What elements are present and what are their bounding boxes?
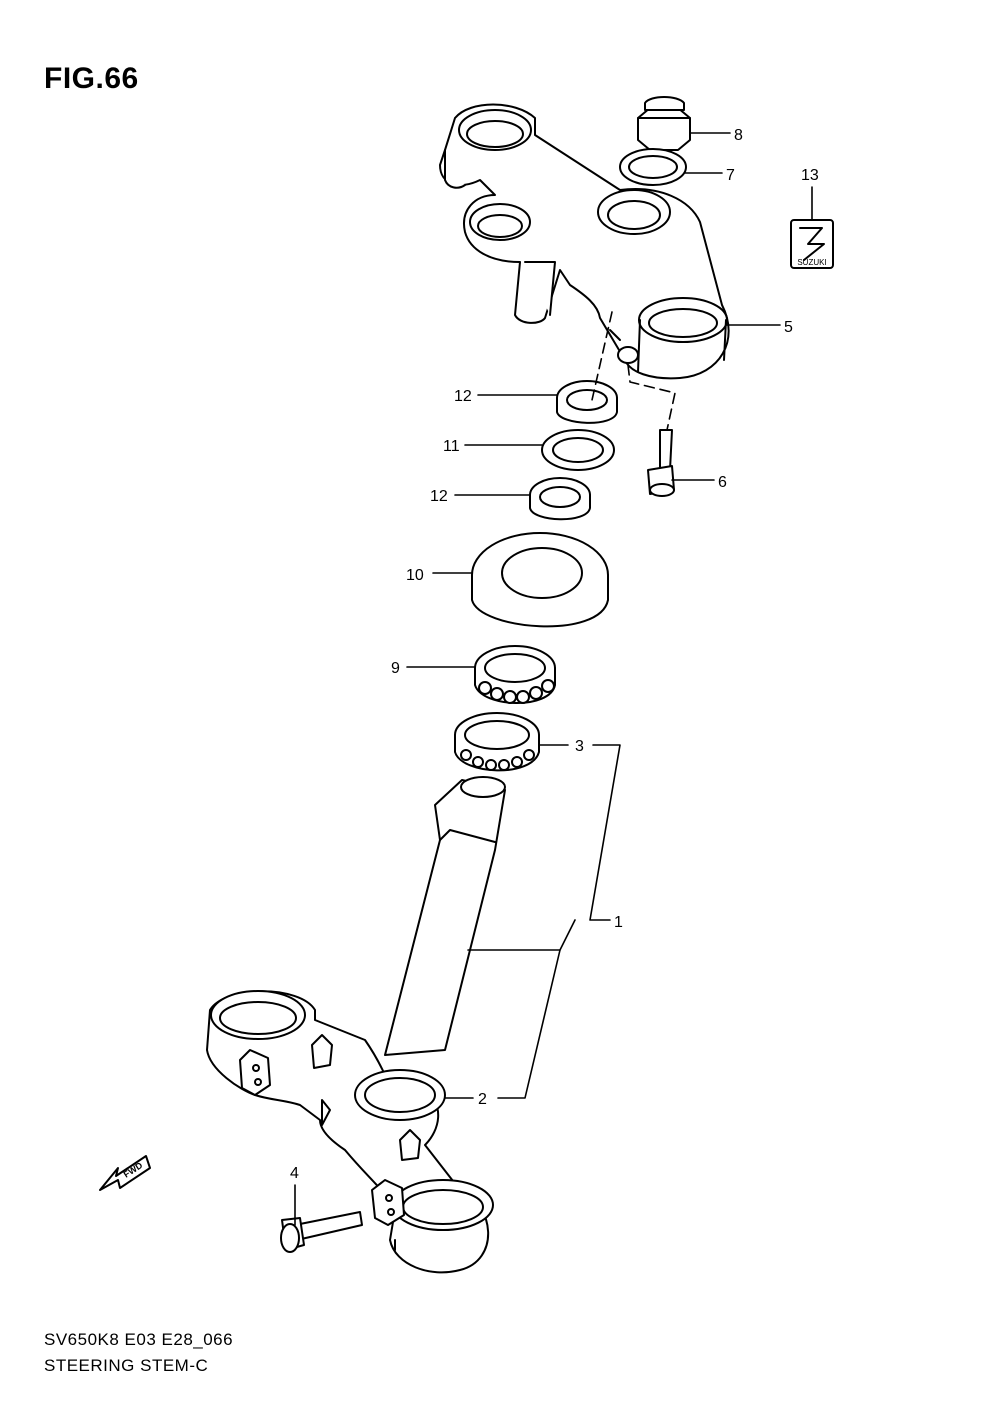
bearing-cover-part xyxy=(471,532,609,628)
callout-1: 1 xyxy=(614,914,623,931)
lower-lock-nut-part xyxy=(529,477,591,521)
callout-2: 2 xyxy=(478,1091,487,1108)
callout-9: 9 xyxy=(391,660,400,677)
callout-5: 5 xyxy=(784,319,793,336)
figure-title: FIG.66 xyxy=(44,62,139,95)
callout-10: 10 xyxy=(406,567,424,584)
suzuki-emblem-part xyxy=(790,219,834,269)
callout-3: 3 xyxy=(575,738,584,755)
stem-nut-part xyxy=(637,96,691,151)
upper-bracket-part xyxy=(439,103,730,380)
upper-bearing-part xyxy=(474,645,556,704)
callout-7: 7 xyxy=(726,167,735,184)
figure-code: SV650K8 E03 E28_066 xyxy=(44,1330,234,1349)
callout-12-lower: 12 xyxy=(430,488,448,505)
fwd-arrow-icon xyxy=(99,1155,151,1191)
callout-11: 11 xyxy=(443,438,460,455)
callout-8: 8 xyxy=(734,127,743,144)
lock-washer-part xyxy=(541,429,615,471)
callout-12-upper: 12 xyxy=(454,388,472,405)
lower-bearing-part xyxy=(454,712,540,772)
washer-part xyxy=(619,148,687,186)
emblem-text: SUZUKI xyxy=(797,258,826,267)
lower-bracket-bolt-part xyxy=(280,1211,363,1253)
upper-bracket-bolt-part xyxy=(647,429,675,497)
upper-lock-nut-part xyxy=(556,380,618,424)
callout-13: 13 xyxy=(801,167,819,184)
steering-stem-part xyxy=(206,776,506,1274)
callout-4: 4 xyxy=(290,1165,299,1182)
figure-name: STEERING STEM-C xyxy=(44,1356,209,1375)
callout-6: 6 xyxy=(718,474,727,491)
